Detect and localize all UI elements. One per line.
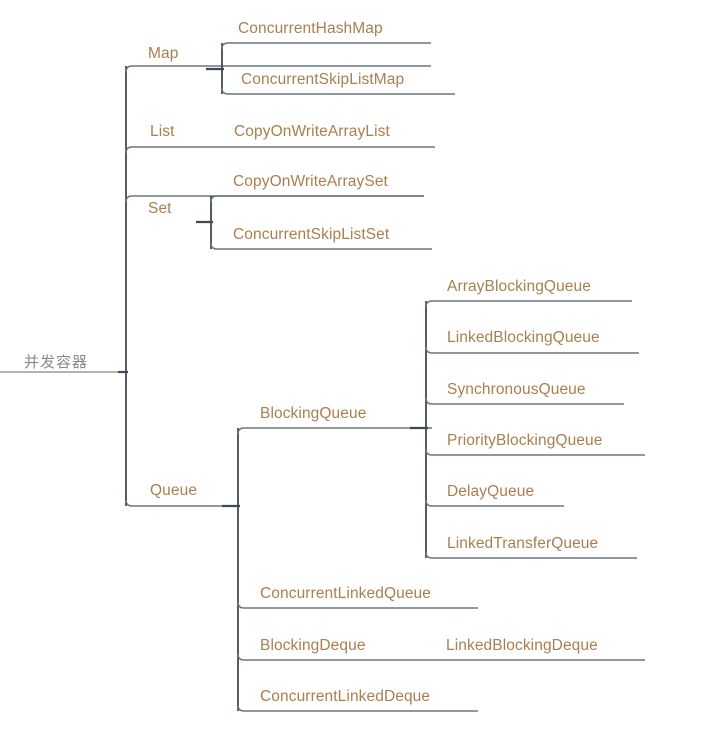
node-linkedtransferqueue[interactable]: LinkedTransferQueue (447, 535, 599, 552)
wire-set-to-copyonwritearrayset (210, 195, 424, 203)
node-priorityblockingqueue[interactable]: PriorityBlockingQueue (447, 432, 603, 449)
wire-map-to-concurrentskiplistmap (221, 87, 455, 95)
wire-bq-to-arrayblockingqueue (425, 300, 632, 308)
node-concurrenthashmap[interactable]: ConcurrentHashMap (238, 20, 383, 37)
wire-root-to-list (125, 146, 435, 154)
wire-queue-to-blockingqueue (237, 427, 432, 435)
node-copyonwritearraylist[interactable]: CopyOnWriteArrayList (234, 123, 390, 140)
node-map[interactable]: Map (148, 45, 179, 62)
node-delayqueue[interactable]: DelayQueue (447, 483, 535, 500)
wire-bq-to-linkedtransferqueue (425, 551, 637, 559)
wire-queue-to-concurrentlinkeddeque (237, 704, 478, 712)
node-set[interactable]: Set (148, 200, 172, 217)
wire-root-to-queue (125, 499, 238, 507)
node-blockingqueue[interactable]: BlockingQueue (260, 405, 367, 422)
node-blockingdeque[interactable]: BlockingDeque (260, 637, 366, 654)
node-copyonwritearrayset[interactable]: CopyOnWriteArraySet (233, 173, 388, 190)
wire-bq-to-linkedblockingqueue (425, 346, 639, 354)
node-synchronousqueue[interactable]: SynchronousQueue (447, 381, 586, 398)
node-arrayblockingqueue[interactable]: ArrayBlockingQueue (447, 278, 591, 295)
node-linkedblockingdeque[interactable]: LinkedBlockingDeque (446, 637, 598, 654)
node-linkedblockingqueue[interactable]: LinkedBlockingQueue (447, 329, 600, 346)
node-queue[interactable]: Queue (150, 482, 198, 499)
wire-queue-to-concurrentlinkedqueue (237, 601, 478, 609)
node-concurrentskiplistmap[interactable]: ConcurrentSkipListMap (241, 71, 405, 88)
wire-bq-to-priorityblockingqueue (425, 448, 645, 456)
wire-bq-to-synchronousqueue (425, 397, 624, 405)
node-concurrentlinkeddeque[interactable]: ConcurrentLinkedDeque (260, 688, 431, 705)
node-list[interactable]: List (150, 123, 175, 140)
node-concurrentlinkedqueue[interactable]: ConcurrentLinkedQueue (260, 585, 431, 602)
node-concurrentskiplistset[interactable]: ConcurrentSkipListSet (233, 226, 390, 243)
node-root-concurrent-container[interactable]: 并发容器 (24, 353, 89, 371)
wire-map-to-concurrenthashmap (221, 42, 431, 50)
wire-set-to-concurrentskiplistset (210, 242, 432, 250)
wire-bq-to-delayqueue (425, 499, 564, 507)
wire-queue-to-blockingdeque (237, 653, 645, 661)
